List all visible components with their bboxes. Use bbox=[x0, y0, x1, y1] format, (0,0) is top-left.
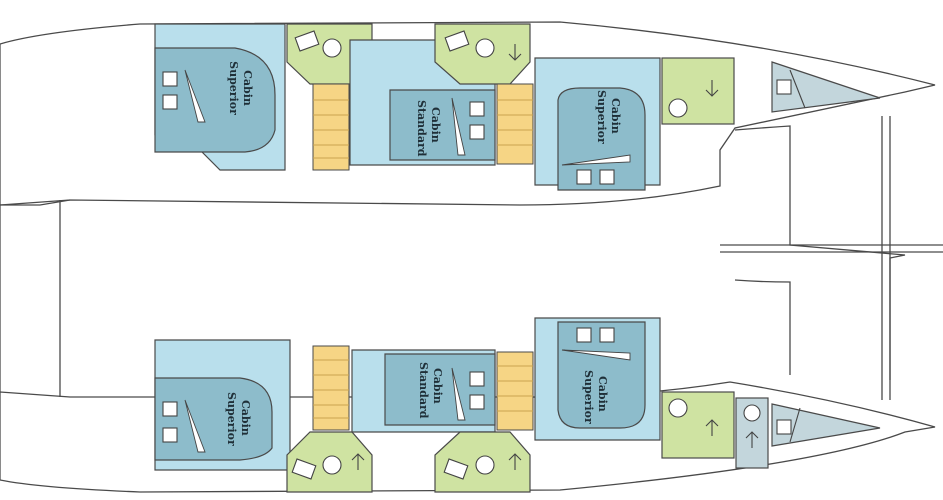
bottom-fwd-cabin-label-line1: Superior bbox=[582, 370, 595, 424]
top-mid-stairs bbox=[496, 83, 534, 165]
bottom-bow-shower bbox=[735, 397, 769, 469]
bridge-structure bbox=[0, 116, 943, 400]
bottom-fwd-superior-cabin: Superior Cabin bbox=[534, 317, 661, 441]
top-aft-cabin-label-line1: Superior bbox=[227, 61, 240, 115]
top-mid-cabin-label-line2: Cabin bbox=[429, 107, 442, 143]
bottom-mid-standard-cabin: Standard Cabin bbox=[351, 349, 496, 433]
bottom-aft-cabin-label-line2: Cabin bbox=[239, 400, 252, 436]
bottom-aft-cabin-label-line1: Superior bbox=[225, 392, 238, 446]
top-fwd-cabin-label-line1: Superior bbox=[595, 90, 608, 144]
bottom-mid-cabin-label-line2: Cabin bbox=[431, 368, 444, 404]
bottom-aft-stairs bbox=[312, 345, 350, 431]
bottom-aft-superior-cabin: Superior Cabin bbox=[154, 339, 291, 471]
bottom-mid-stairs bbox=[496, 351, 534, 431]
top-bow-compartment bbox=[771, 61, 881, 113]
top-mid-cabin-label-line1: Standard bbox=[415, 100, 428, 157]
top-fwd-cabin-label-line2: Cabin bbox=[609, 98, 622, 134]
bottom-bow-compartment bbox=[771, 403, 881, 447]
bottom-fwd-cabin-label-line2: Cabin bbox=[596, 376, 609, 412]
bottom-fwd-head bbox=[661, 391, 735, 459]
bottom-mid-head bbox=[434, 431, 531, 493]
top-mid-head bbox=[434, 23, 531, 85]
top-aft-cabin-label-line2: Cabin bbox=[241, 70, 254, 106]
bottom-mid-cabin-label-line1: Standard bbox=[417, 362, 430, 419]
top-fwd-superior-cabin: Superior Cabin bbox=[534, 57, 661, 191]
top-fwd-head bbox=[661, 57, 735, 125]
top-aft-superior-cabin: Superior Cabin bbox=[154, 23, 286, 171]
top-aft-stairs bbox=[312, 83, 350, 171]
